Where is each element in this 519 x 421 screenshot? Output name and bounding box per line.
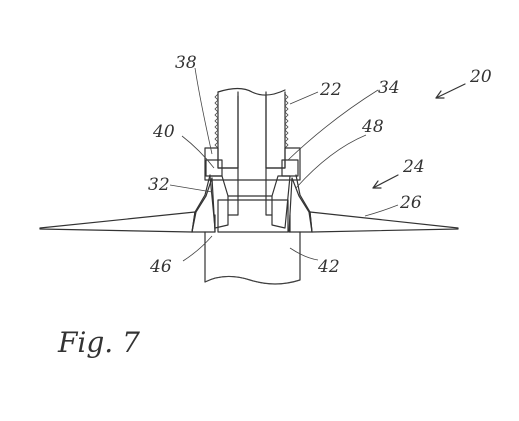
base-plate (39, 174, 459, 233)
figure-caption: Fig. 7 (57, 326, 140, 359)
collar (204, 147, 301, 197)
reference-labels: 38 22 34 20 40 48 24 32 26 46 42 (148, 53, 492, 277)
label-46: 46 (149, 257, 172, 277)
label-32: 32 (148, 175, 170, 195)
label-40: 40 (152, 122, 175, 142)
leader-lines (169, 67, 466, 262)
label-42: 42 (317, 257, 340, 277)
label-24: 24 (402, 157, 425, 177)
lower-shaft (204, 199, 301, 285)
label-20: 20 (469, 67, 492, 87)
label-48: 48 (361, 117, 384, 137)
label-22: 22 (319, 80, 342, 100)
label-26: 26 (399, 193, 422, 213)
label-34: 34 (378, 78, 400, 98)
inner-sleeve (209, 175, 291, 229)
upper-tube (214, 87, 289, 169)
label-38: 38 (175, 53, 197, 73)
